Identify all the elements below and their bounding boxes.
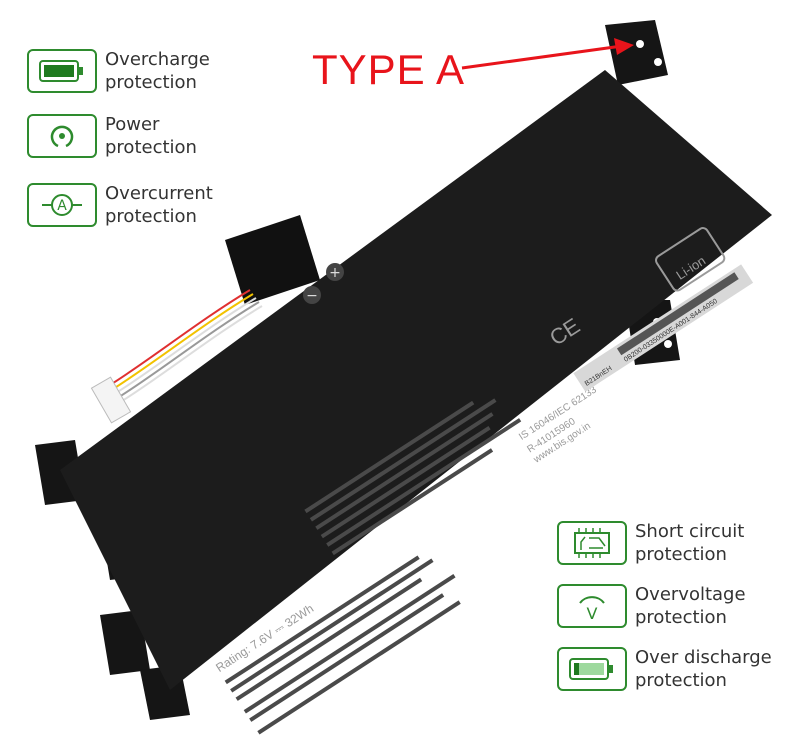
- type-a-callout: TYPE A: [312, 46, 466, 93]
- battery-body: [60, 70, 772, 690]
- battery-low-icon: [557, 647, 627, 691]
- feature-label: protection: [105, 137, 197, 158]
- battery-connector: [90, 215, 320, 424]
- minus-sign: −: [306, 288, 318, 304]
- plus-sign: +: [329, 265, 341, 281]
- feature-label: Overvoltage: [635, 584, 746, 605]
- feature-label: protection: [635, 544, 727, 565]
- minus-terminal-marker: [303, 286, 321, 304]
- feature-label: Overcharge: [105, 49, 210, 70]
- power-icon: [27, 114, 97, 158]
- recycle-symbol: [655, 227, 726, 292]
- feature-label: protection: [105, 206, 197, 227]
- barcode: [616, 272, 739, 356]
- feature-label: Overcurrent: [105, 183, 213, 204]
- feature-label: protection: [105, 72, 197, 93]
- feature-label: protection: [635, 670, 727, 691]
- plus-terminal-marker: [326, 263, 344, 281]
- svg-text:V: V: [587, 604, 598, 623]
- battery-full-icon: [27, 49, 97, 93]
- feature-label: Power: [105, 114, 160, 135]
- ammeter-icon: A: [27, 183, 97, 227]
- feature-label: Over discharge: [635, 647, 772, 668]
- feature-label: Short circuit: [635, 521, 745, 542]
- voltage-icon: V: [557, 584, 627, 628]
- feature-label: protection: [635, 607, 727, 628]
- svg-text:A: A: [57, 198, 67, 214]
- circuit-board-icon: [557, 521, 627, 565]
- callout-arrow: [461, 38, 634, 70]
